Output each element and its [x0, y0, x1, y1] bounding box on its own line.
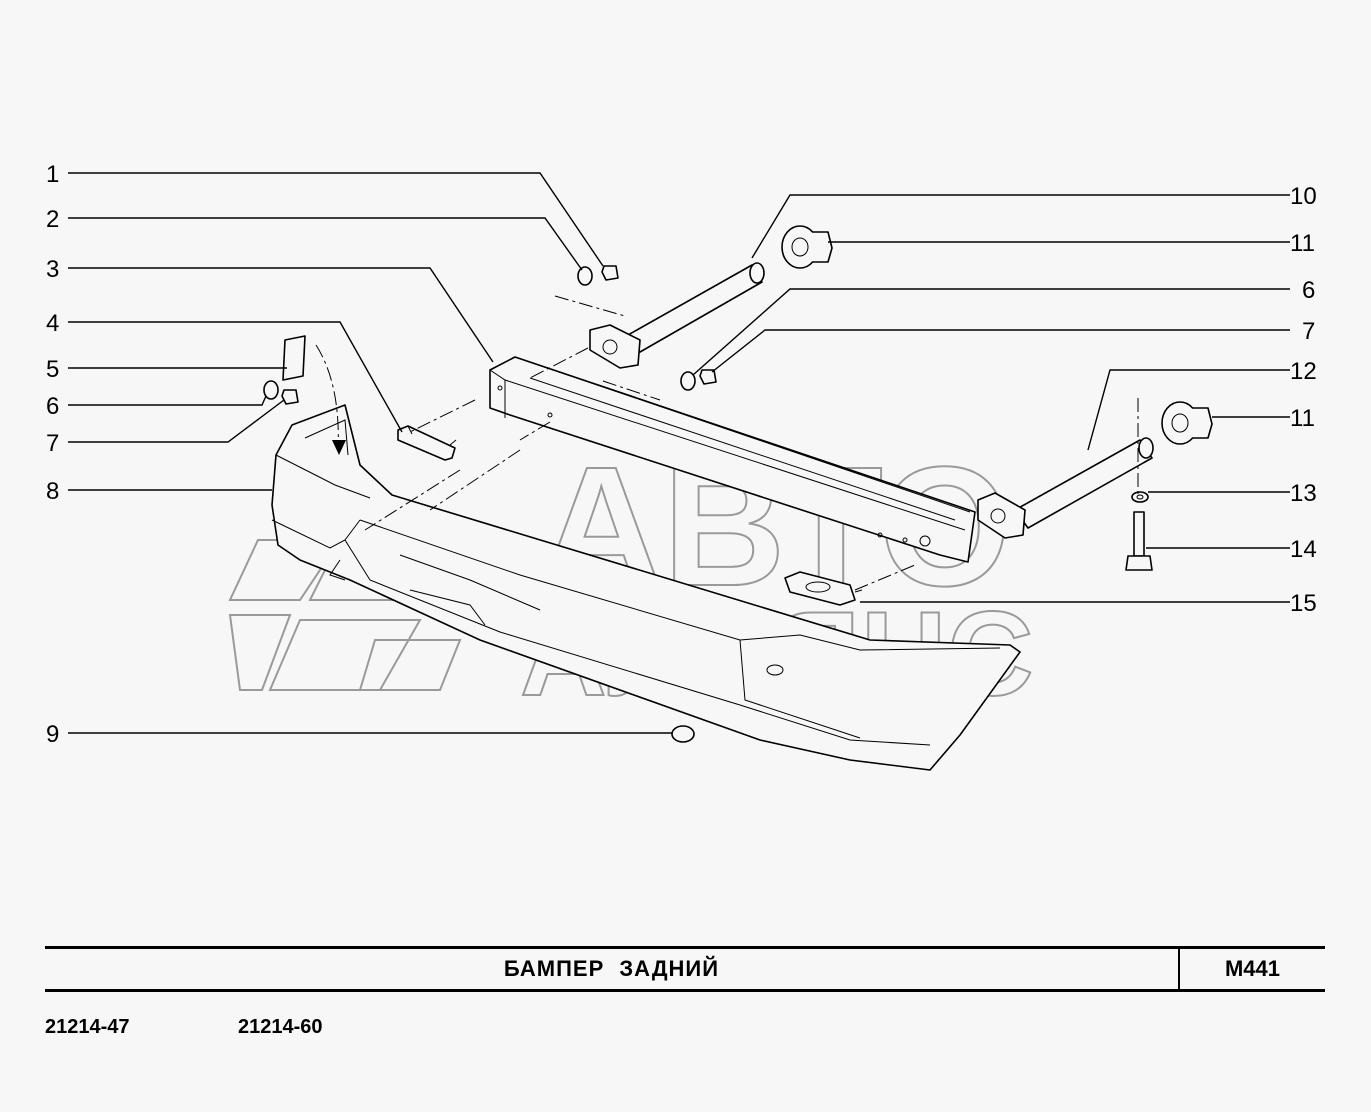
nut-7-upper [699, 369, 717, 385]
callout-5: 5 [46, 356, 59, 383]
callout-numbers: 1 2 3 4 5 6 7 8 9 10 11 6 7 12 11 13 14 … [46, 161, 1317, 748]
callout-7-right: 7 [1302, 318, 1315, 345]
plug-cap [671, 725, 695, 743]
drawing-title: БАМПЕР ЗАДНИЙ [503, 956, 720, 981]
model-number-2: 21214-60 [238, 1016, 323, 1038]
right-bracket-tube [977, 437, 1154, 539]
nut-7-left [281, 389, 299, 405]
callout-12: 12 [1290, 358, 1317, 385]
nut-1 [601, 265, 619, 281]
bolt [1125, 511, 1153, 571]
callout-9: 9 [46, 721, 59, 748]
callout-14: 14 [1290, 536, 1317, 563]
rubber-bushing-upper [781, 225, 833, 269]
washer-2 [577, 266, 593, 286]
callout-4: 4 [46, 310, 59, 337]
callout-8: 8 [46, 478, 59, 505]
title-block: БАМПЕР ЗАДНИЙ M441 [45, 946, 1325, 992]
assembly-centerlines [315, 295, 1139, 591]
rubber-bushing-lower [1161, 401, 1213, 445]
washer-13 [1131, 491, 1149, 503]
callout-7-left: 7 [46, 430, 59, 457]
bumper-cover [271, 404, 1021, 771]
washer-6-left [263, 380, 279, 400]
callout-11-upper: 11 [1290, 230, 1315, 257]
mounting-plate [784, 571, 863, 606]
callout-1: 1 [46, 161, 59, 188]
callout-15: 15 [1290, 590, 1317, 617]
callout-2: 2 [46, 206, 59, 233]
callout-6-left: 6 [46, 393, 59, 420]
leader-lines [68, 172, 1290, 734]
title-divider [1178, 949, 1180, 989]
callout-11-lower: 11 [1290, 405, 1315, 432]
left-bracket-tube [589, 262, 765, 369]
model-number-1: 21214-47 [45, 1016, 130, 1038]
callout-3: 3 [46, 256, 59, 283]
callout-6-right: 6 [1302, 277, 1315, 304]
adhesive-pad [282, 335, 306, 381]
bumper-reinforcement-beam [489, 356, 976, 563]
callout-10: 10 [1290, 183, 1317, 210]
side-bracket [397, 425, 457, 461]
drawing-code: M441 [1224, 956, 1281, 981]
install-arrow [332, 440, 346, 455]
washer-6-upper [680, 371, 696, 391]
callout-13: 13 [1290, 480, 1317, 507]
